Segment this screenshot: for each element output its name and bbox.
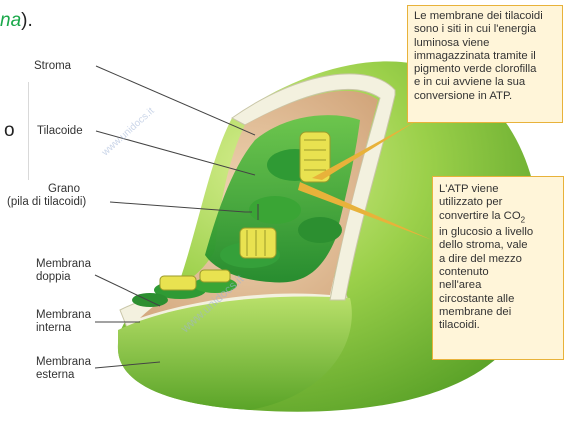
label-grano: Grano xyxy=(48,183,80,196)
callout-atp-line: membrane dei xyxy=(439,306,557,319)
co2-subscript: 2 xyxy=(521,215,525,224)
callout-atp-line-co2: convertire la CO2 xyxy=(439,210,557,227)
label-membrana-interna-l1: Membrana xyxy=(36,309,91,322)
callout-atp-line: contenuto xyxy=(439,266,557,279)
callout-atp-line: a dire del mezzo xyxy=(439,253,557,266)
callout-atp-line: circostante alle xyxy=(439,293,557,306)
callout-membranes-line: pigmento verde clorofilla xyxy=(414,63,556,76)
label-tilacoide: Tilacoide xyxy=(37,125,83,138)
granum-stack-middle xyxy=(240,228,276,258)
label-membrana-interna-l2: interna xyxy=(36,322,91,335)
callout-atp-line: in glucosio a livello xyxy=(439,226,557,239)
label-stroma: Stroma xyxy=(34,60,71,73)
label-membrana-esterna: Membrana esterna xyxy=(36,356,91,382)
callout-membranes-line: luminosa viene xyxy=(414,37,556,50)
callout-membranes-line: sono i siti in cui l'energia xyxy=(414,23,556,36)
label-membrana-doppia: Membrana doppia xyxy=(36,258,91,284)
co2-text: convertire la CO xyxy=(439,210,521,222)
callout-atp-line: utilizzato per xyxy=(439,196,557,209)
callout-atp-line: tilacoidi. xyxy=(439,319,557,332)
label-membrana-esterna-l1: Membrana xyxy=(36,356,91,369)
label-membrana-interna: Membrana interna xyxy=(36,309,91,335)
callout-membranes-line: Le membrane dei tilacoidi xyxy=(414,10,556,23)
label-grano-subtitle: (pila di tilacoidi) xyxy=(7,196,86,209)
callout-atp: L'ATP viene utilizzato per convertire la… xyxy=(432,176,564,360)
callout-atp-line: L'ATP viene xyxy=(439,183,557,196)
label-membrana-doppia-l1: Membrana xyxy=(36,258,91,271)
callout-atp-line: nell'area xyxy=(439,279,557,292)
callout-membranes-line: immagazzinata tramite il xyxy=(414,50,556,63)
label-membrana-esterna-l2: esterna xyxy=(36,369,91,382)
callout-membranes-line: e in cui avviene la sua xyxy=(414,76,556,89)
callout-membranes-line: conversione in ATP. xyxy=(414,90,556,103)
label-membrana-doppia-l2: doppia xyxy=(36,271,91,284)
callout-atp-line: dello stroma, vale xyxy=(439,239,557,252)
callout-thylakoid-membranes: Le membrane dei tilacoidi sono i siti in… xyxy=(407,5,563,123)
